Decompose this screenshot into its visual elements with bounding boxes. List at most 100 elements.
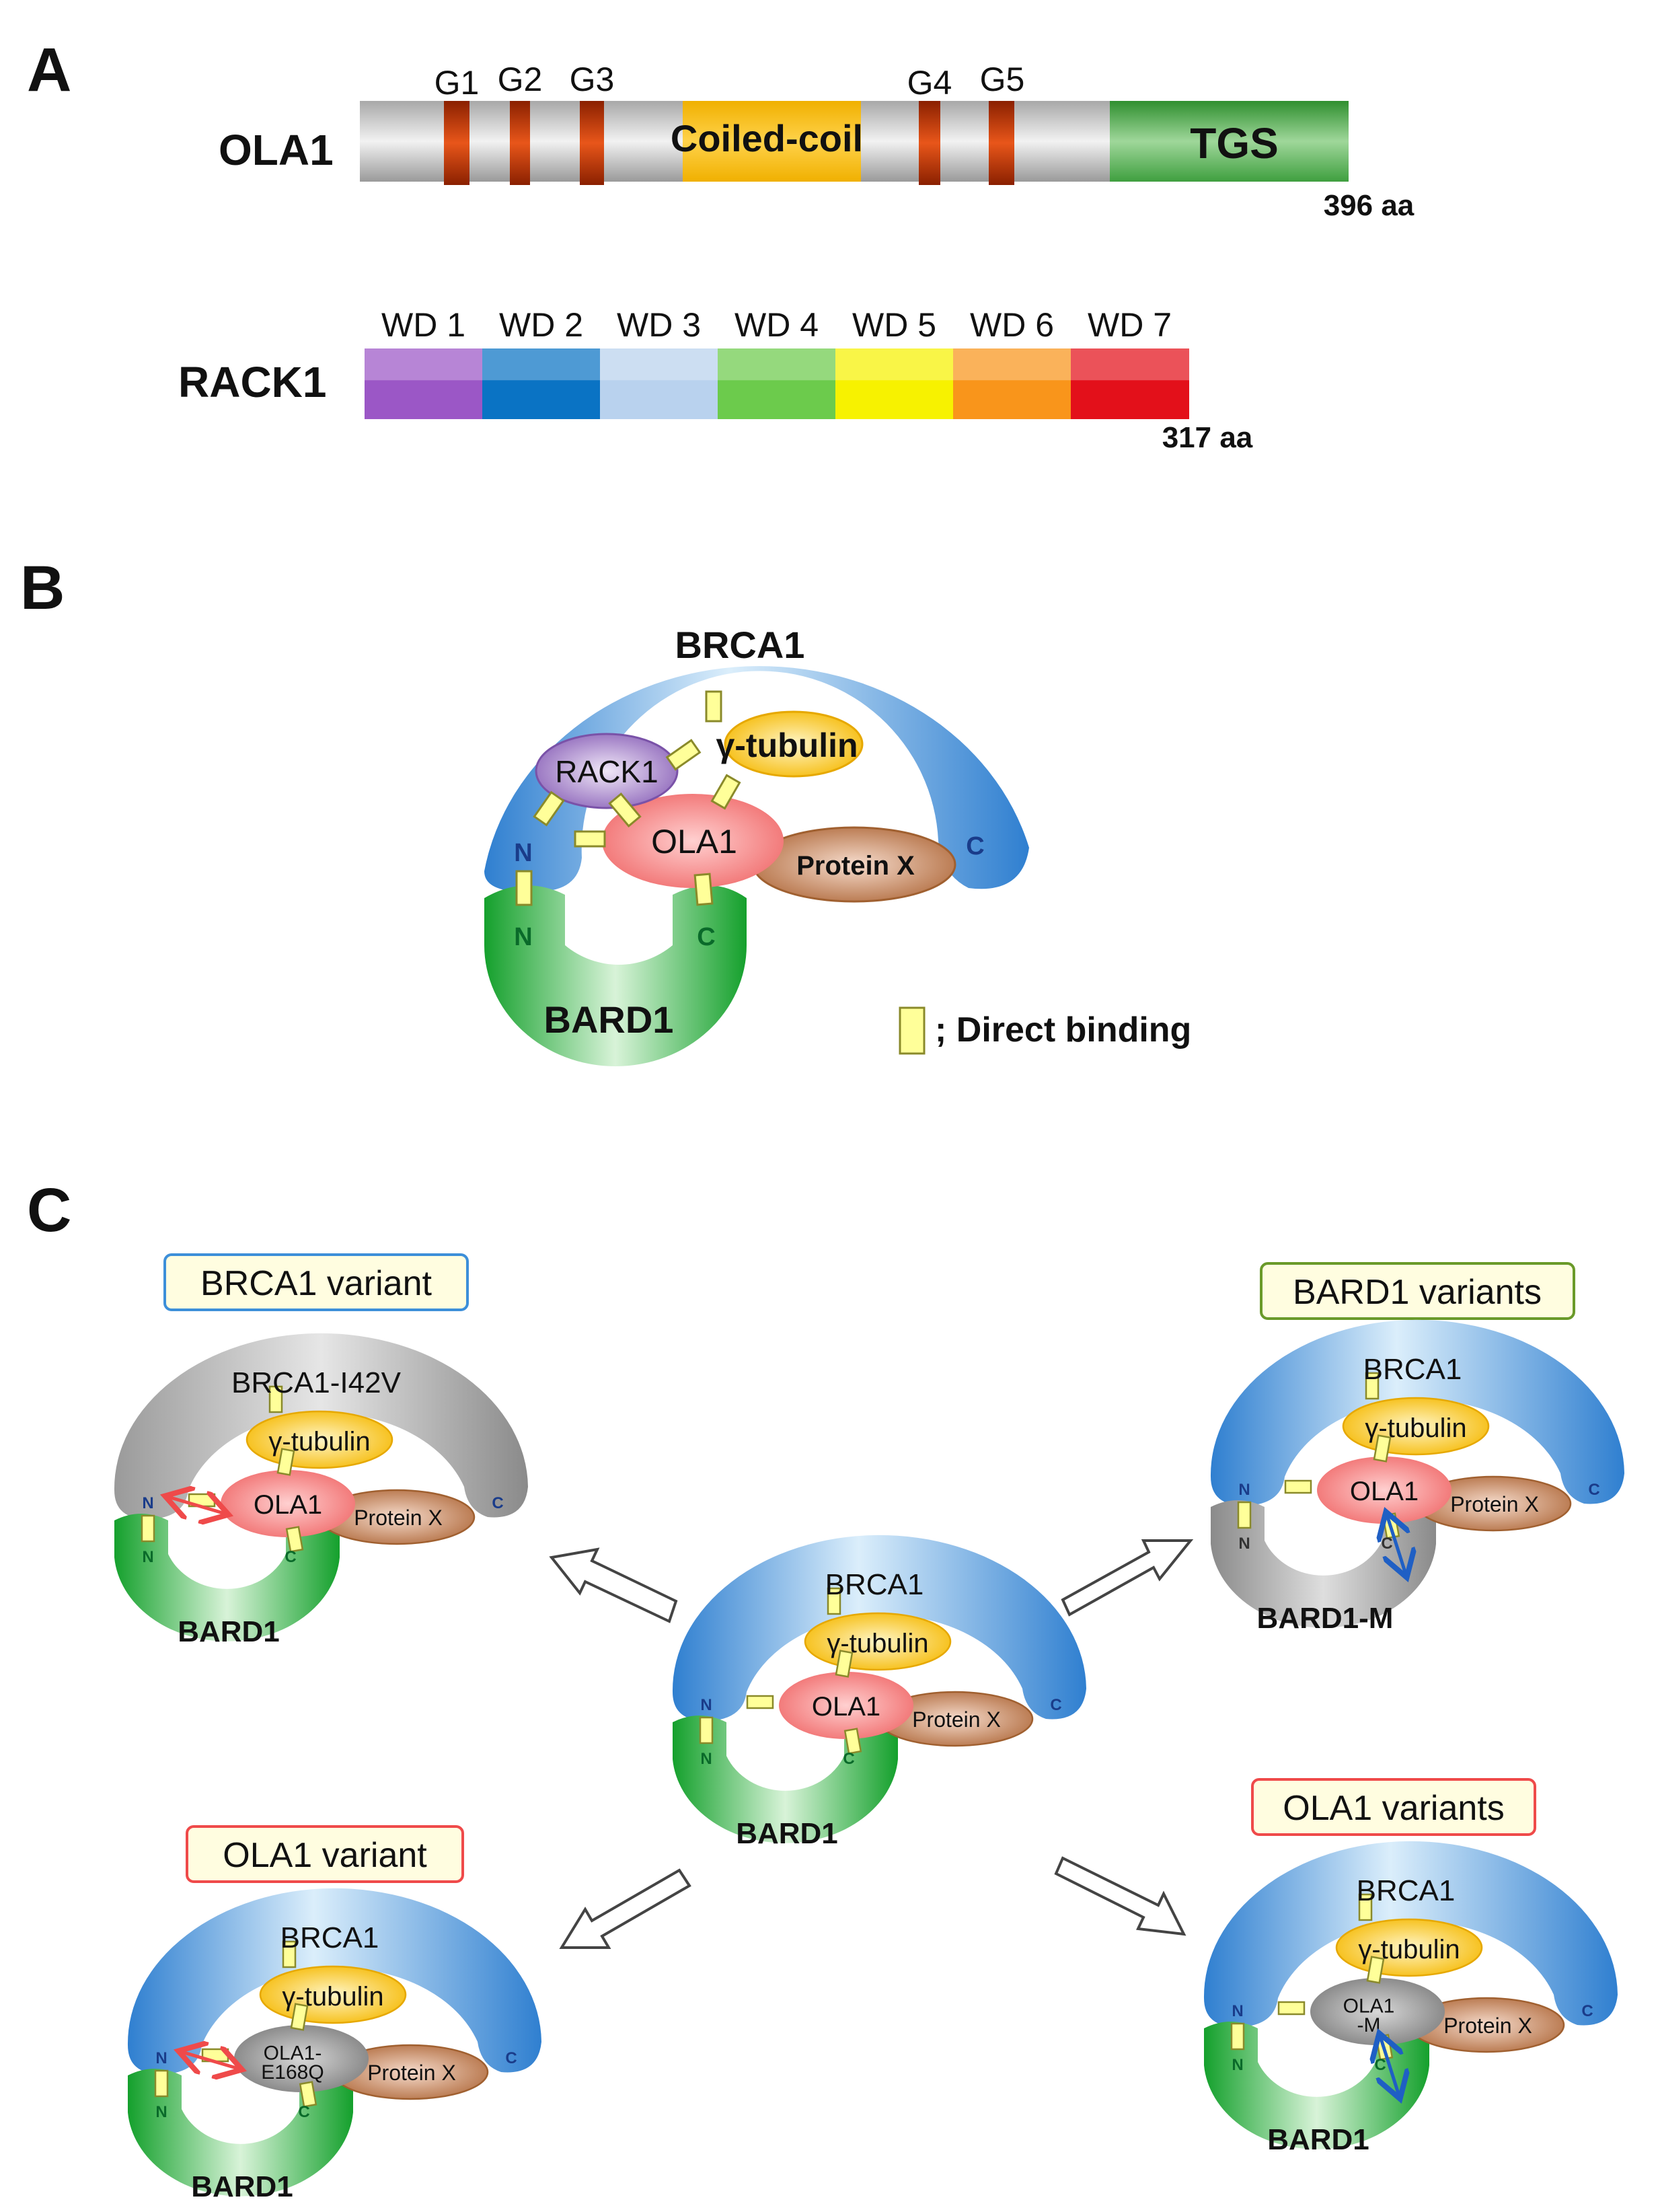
brca1-arch <box>114 1333 528 1520</box>
ola1-label: OLA1-E168Q <box>261 2042 324 2084</box>
brca1-label: BRCA1 <box>1363 1353 1462 1386</box>
brca1-n-terminus: N <box>1238 1481 1250 1499</box>
gamma-tubulin-oval <box>724 710 864 778</box>
brca1-arch <box>1210 1319 1624 1506</box>
wd-segment <box>1071 348 1189 419</box>
binding-site-square <box>705 690 722 723</box>
ola1-oval <box>779 1672 913 1739</box>
binding-site-square <box>608 792 642 828</box>
wd-label: WD 5 <box>852 306 936 344</box>
brca1-variant-box <box>163 1253 469 1311</box>
ola1-bar-label: OLA1 <box>219 126 334 174</box>
brca1-n-terminus: N <box>1232 2002 1243 2020</box>
tgs-label: TGS <box>1190 119 1279 168</box>
brca1-arch <box>127 1888 541 2075</box>
brca1-label: BRCA1 <box>825 1568 924 1601</box>
wd-label: WD 6 <box>970 306 1054 344</box>
binding-site-square <box>268 1385 283 1413</box>
bard1-ushape <box>1211 1500 1436 1628</box>
ola1-oval <box>602 794 784 888</box>
arrow-to-ola1-variants <box>1054 1856 1186 1936</box>
wd-segment <box>600 348 718 419</box>
bard1-ushape <box>1204 2022 1429 2149</box>
brca1-label: BRCA1 <box>675 624 805 666</box>
wd-segment <box>835 348 954 419</box>
binding-site-square <box>141 1514 155 1543</box>
ola1-oval <box>234 2025 369 2092</box>
ola1-length-label: 396 aa <box>1324 189 1415 222</box>
brca1-c-terminus: C <box>1588 1481 1599 1499</box>
brca1-c-terminus: C <box>1050 1696 1061 1714</box>
panel-b-complex: BRCA1 γ-tubulin RACK1 OLA1 Protein X BAR… <box>484 624 1029 1066</box>
bard1-ushape <box>673 1716 898 1843</box>
wd-label: WD 7 <box>1088 306 1172 344</box>
bard1-ushape <box>114 1514 340 1642</box>
binding-site-square <box>154 2069 169 2098</box>
protein-x-label: Protein X <box>1443 2014 1532 2038</box>
protein-x-label: Protein X <box>354 1506 443 1530</box>
brca1-c-terminus: C <box>505 2049 517 2067</box>
bard1-ushape <box>484 885 747 1066</box>
bard1-n-terminus: N <box>155 2103 167 2121</box>
brca1-c-terminus: C <box>966 832 984 860</box>
wd-segment <box>482 348 601 419</box>
brca1-label: BRCA1-I42V <box>231 1366 402 1399</box>
ola1-label: OLA1 <box>812 1692 880 1722</box>
bard1-c-terminus: C <box>697 923 715 951</box>
disrupted-binding-arrow <box>1387 1515 1406 1574</box>
open-arrows <box>549 1539 1194 1949</box>
wd-segment-highlight <box>600 348 718 381</box>
panel-a: A OLA1 G1 G2 G3 G4 G5 Coiled-coil TGS 39… <box>27 36 1415 454</box>
ola1-label: OLA1 <box>651 823 737 860</box>
bard1-c-terminus: C <box>1381 1535 1392 1553</box>
bard1-c-terminus: C <box>1374 2056 1386 2074</box>
panel-c-letter: C <box>27 1176 71 1245</box>
panel-c: C BRCA1 variant BARD1 variants OLA1 vari… <box>27 1176 1624 2203</box>
bard1-variants-label: BARD1 variants <box>1293 1273 1542 1312</box>
arrow-to-ola1-variant <box>559 1868 691 1949</box>
wd-repeat-6 <box>953 348 1071 419</box>
binding-site-square <box>1366 1956 1385 1984</box>
brca1-n-terminus: N <box>142 1494 153 1512</box>
bard1-label: BARD1 <box>191 2170 293 2203</box>
bard1-n-terminus: N <box>700 1750 712 1768</box>
wd-repeat-7 <box>1071 348 1189 419</box>
tgs-domain <box>1110 101 1349 182</box>
bard1-variants-box <box>1260 1262 1575 1320</box>
wd-label: WD 1 <box>381 306 465 344</box>
binding-site-square <box>1277 2001 1306 2016</box>
binding-site-square <box>843 1728 862 1755</box>
g3-motif <box>580 101 604 185</box>
brca1-arch <box>672 1535 1086 1722</box>
g4-motif <box>919 101 940 185</box>
bard1-n-terminus: N <box>142 1548 153 1566</box>
wd-label: WD 3 <box>617 306 701 344</box>
g-label: G2 <box>498 61 543 98</box>
binding-site-square <box>1373 1434 1392 1463</box>
binding-site-square <box>276 1448 295 1476</box>
g1-motif <box>444 101 469 185</box>
bard1-c-terminus: C <box>285 1548 296 1566</box>
g2-motif <box>510 101 530 185</box>
bard1-label: BARD1 <box>544 998 674 1041</box>
ola1-variant-box <box>186 1825 464 1883</box>
binding-site-square <box>693 873 714 906</box>
brca1-arch <box>484 666 1029 892</box>
wd-segment-highlight <box>953 348 1071 381</box>
wd-repeat-4 <box>718 348 836 419</box>
binding-site-square <box>699 1716 714 1744</box>
arrow-to-brca1-variant <box>549 1547 678 1623</box>
binding-site-square <box>285 1526 304 1553</box>
g5-motif <box>989 101 1014 185</box>
disrupted-binding-arrow <box>168 1497 225 1514</box>
bard1-label: BARD1-M <box>1257 1602 1394 1635</box>
binding-site-square <box>1230 2022 1245 2051</box>
binding-site-square <box>574 830 606 848</box>
bard1-c-terminus: C <box>843 1750 854 1768</box>
brca1-label: BRCA1 <box>280 1921 379 1954</box>
gamma-tubulin-label: γ-tubulin <box>268 1427 370 1457</box>
